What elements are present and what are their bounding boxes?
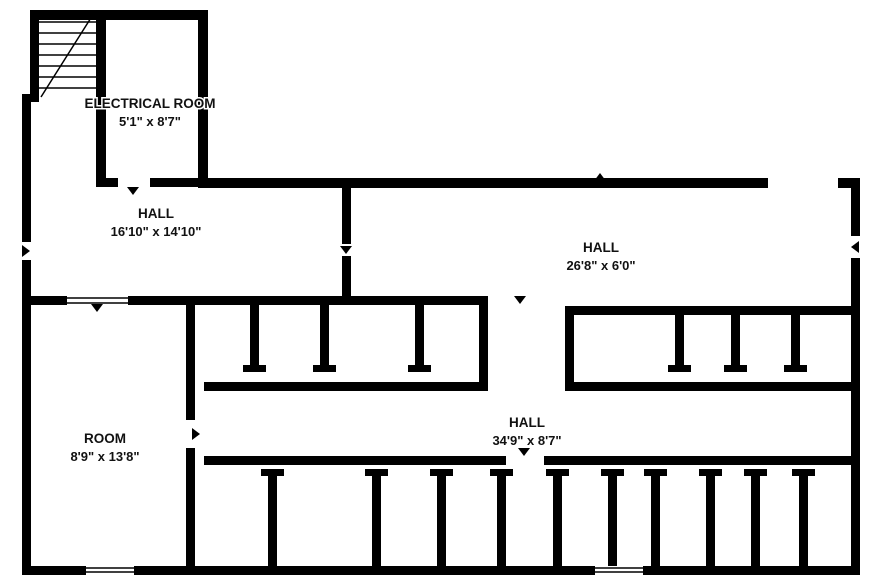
door-markers (22, 173, 859, 456)
partition-foot (313, 365, 336, 372)
door-marker (594, 173, 606, 181)
wall-segment (268, 476, 277, 566)
wall-segment (851, 178, 860, 236)
wall-segment (565, 306, 574, 382)
wall-segment (608, 476, 617, 566)
wall-segment (675, 315, 684, 365)
partition-foot (601, 469, 624, 476)
door-marker (518, 448, 530, 456)
wall-segment (150, 178, 208, 187)
wall-segment (204, 456, 506, 465)
wall-segment (31, 296, 67, 305)
room-name: HALL (583, 240, 619, 255)
door-marker (851, 241, 859, 253)
partition-foot (744, 469, 767, 476)
wall-segment (22, 260, 31, 575)
wall-segment (22, 566, 86, 575)
partition-foot (792, 469, 815, 476)
room-label: HALL 26'8" x 6'0" (565, 239, 637, 275)
room-dimensions: 8'9" x 13'8" (70, 449, 139, 464)
wall-segment (320, 305, 329, 365)
wall-segment (250, 305, 259, 365)
room-dimensions: 26'8" x 6'0" (566, 258, 635, 273)
room-name: HALL (509, 415, 545, 430)
wall-segment (30, 10, 208, 20)
wall-segment (415, 305, 424, 365)
room-dimensions: 34'9" x 8'7" (492, 433, 561, 448)
stair-direction-line (40, 12, 95, 98)
wall-segment (342, 188, 351, 244)
room-name: HALL (138, 206, 174, 221)
wall-segment (96, 10, 106, 187)
wall-segment (553, 476, 562, 566)
partition-foot (668, 365, 691, 372)
wall-segment (128, 296, 488, 305)
wall-segment (643, 566, 860, 575)
room-label: HALL 34'9" x 8'7" (491, 414, 563, 450)
wall-segment (134, 566, 595, 575)
partition-foot (430, 469, 453, 476)
room-dimensions: 5'1" x 8'7" (119, 114, 181, 129)
wall-segment (751, 476, 760, 566)
wall-segment (186, 448, 195, 575)
walls-layer (22, 10, 860, 575)
partition-foot (644, 469, 667, 476)
wall-segment (838, 178, 860, 188)
wall-segment (479, 305, 488, 382)
wall-segment (497, 476, 506, 566)
room-dimensions: 16'10" x 14'10" (111, 224, 202, 239)
wall-segment (565, 306, 860, 315)
partition-foot (261, 469, 284, 476)
partition-foot (243, 365, 266, 372)
wall-segment (544, 456, 860, 465)
wall-segment (372, 476, 381, 566)
room-label: ROOM 8'9" x 13'8" (69, 430, 141, 466)
room-labels: ELECTRICAL ROOM 5'1" x 8'7" HALL 16'10" … (69, 95, 637, 466)
partition-foot (546, 469, 569, 476)
wall-segment (30, 10, 39, 102)
door-marker (22, 245, 30, 257)
partition-foot (408, 365, 431, 372)
partition-foot (699, 469, 722, 476)
wall-segment (342, 256, 351, 302)
door-marker (192, 428, 200, 440)
door-marker (91, 304, 103, 312)
wall-segment (198, 10, 208, 188)
window-openings (67, 297, 643, 573)
partition-foot (365, 469, 388, 476)
room-label: ELECTRICAL ROOM 5'1" x 8'7" (83, 95, 217, 131)
door-marker (127, 187, 139, 195)
wall-segment (799, 476, 808, 566)
wall-segment (851, 258, 860, 575)
wall-segment (731, 315, 740, 365)
wall-segment (22, 94, 31, 242)
partition-foot (724, 365, 747, 372)
room-name: ELECTRICAL ROOM (85, 96, 216, 111)
partition-foot (490, 469, 513, 476)
wall-segment (791, 315, 800, 365)
wall-segment (208, 178, 768, 188)
room-label: HALL 16'10" x 14'10" (109, 205, 203, 241)
door-marker (340, 246, 352, 254)
wall-segment (651, 476, 660, 566)
wall-segment (437, 476, 446, 566)
partition-foot (784, 365, 807, 372)
wall-segment (565, 382, 860, 391)
wall-segment (706, 476, 715, 566)
staircase (39, 12, 96, 98)
room-name: ROOM (84, 431, 126, 446)
wall-segment (186, 296, 195, 420)
wall-segment (96, 178, 118, 187)
wall-segment (204, 382, 488, 391)
door-marker (514, 296, 526, 304)
